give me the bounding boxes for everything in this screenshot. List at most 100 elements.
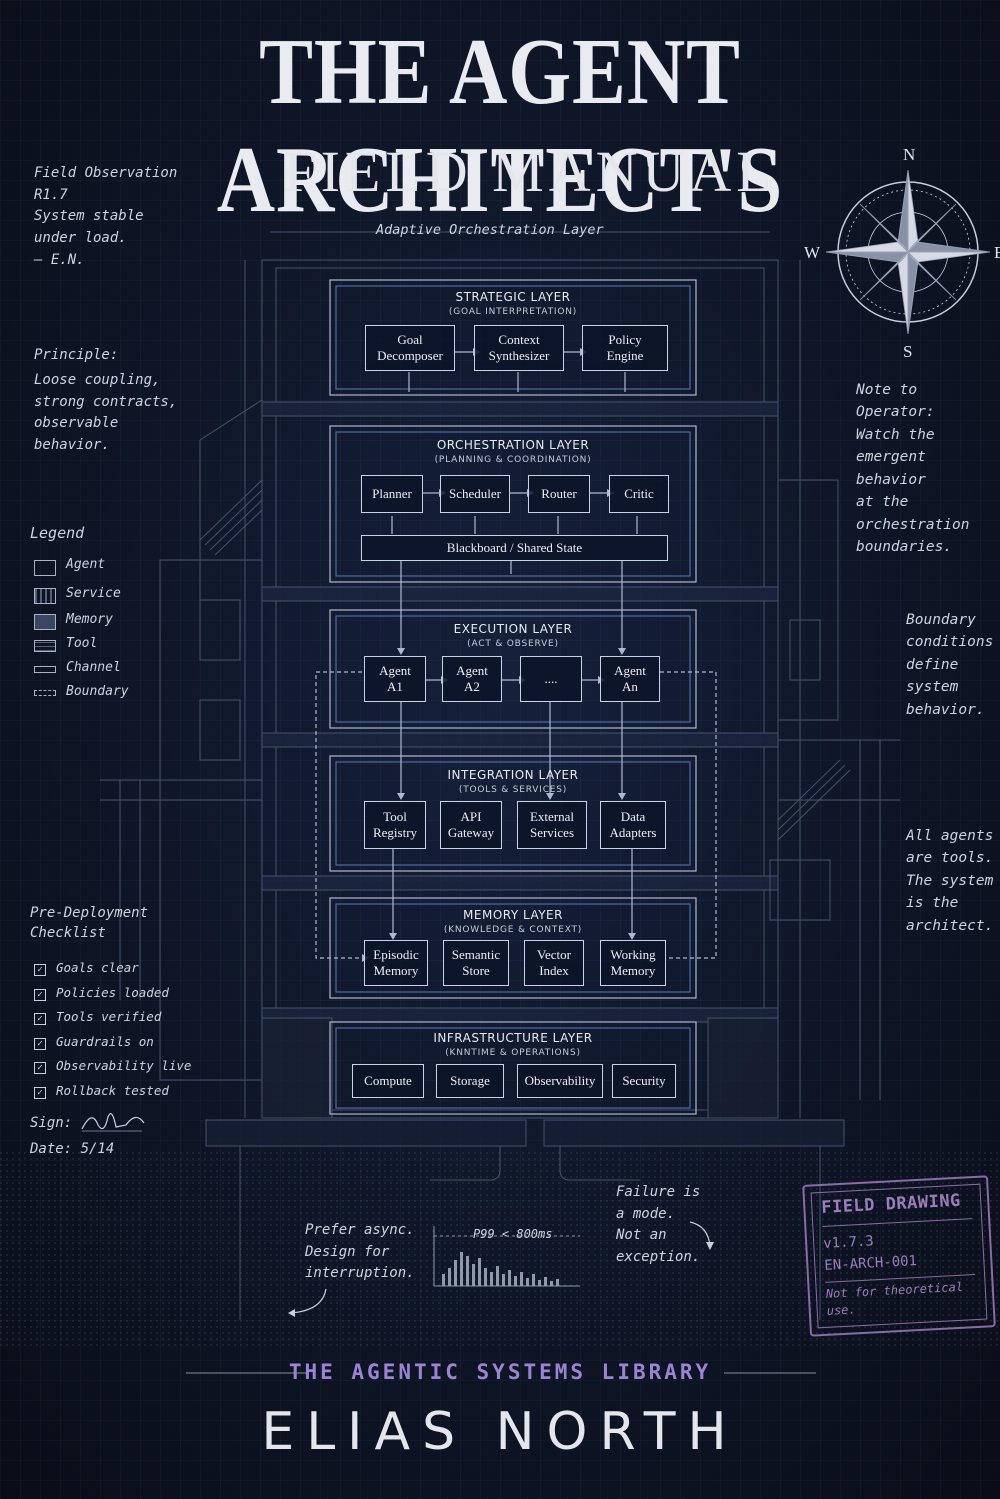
scheduler-box: Scheduler (440, 475, 510, 513)
layer-title: INTEGRATION LAYER (447, 768, 579, 782)
book-title: THE AGENT ARCHITECT'S (216, 20, 784, 232)
legend-agent-swatch (34, 560, 56, 576)
adaptive-orchestration-label: Adaptive Orchestration Layer (376, 222, 604, 238)
layer-title: STRATEGIC LAYER (455, 290, 571, 304)
legend-memory-swatch (34, 614, 56, 630)
memory-layer: MEMORY LAYER (KNOWLEDGE & CONTEXT) (330, 898, 696, 998)
vector-index-box: Vector Index (524, 940, 584, 986)
layer-subtitle: (TOOLS & SERVICES) (458, 785, 568, 795)
checkbox-checked-icon: ✓ (34, 989, 46, 1001)
layer-title: MEMORY LAYER (463, 908, 563, 922)
checkbox-checked-icon: ✓ (34, 1087, 46, 1099)
policy-engine-box: Policy Engine (582, 325, 668, 371)
agent-a2-box: Agent A2 (442, 656, 502, 702)
prefer-async-note: Prefer async. Design for interruption. (305, 1222, 415, 1282)
compass-s: S (903, 342, 912, 361)
checkbox-checked-icon: ✓ (34, 1062, 46, 1074)
field-observation-note: Field Observation R1.7 System stable und… (34, 165, 178, 268)
series-name: THE AGENTIC SYSTEMS LIBRARY (0, 1360, 1000, 1384)
series-name-text: THE AGENTIC SYSTEMS LIBRARY (288, 1360, 712, 1384)
curved-arrow-icon (288, 1288, 327, 1317)
layer-title: INFRASTRUCTURE LAYER (433, 1031, 593, 1045)
legend-item: Channel (66, 660, 121, 675)
compute-box: Compute (352, 1064, 424, 1098)
layer-subtitle: (KNOWLEDGE & CONTEXT) (443, 925, 583, 935)
strategic-layer: STRATEGIC LAYER (GOAL INTERPRETATION) (330, 280, 696, 395)
layer-subtitle: (KNNTIME & OPERATIONS) (445, 1048, 581, 1058)
checkbox-checked-icon: ✓ (34, 1013, 46, 1025)
observability-box: Observability (517, 1064, 603, 1098)
stamp-version: v1.7.3 (822, 1233, 875, 1252)
checklist-item: Observability live (56, 1058, 192, 1073)
legend-item: Boundary (66, 684, 129, 699)
episodic-memory-box: Episodic Memory (364, 940, 428, 986)
layer-title: EXECUTION LAYER (453, 622, 573, 636)
goal-decomposer-box: Goal Decomposer (365, 325, 455, 371)
layer-title: ORCHESTRATION LAYER (436, 438, 590, 452)
field-drawing-stamp: FIELD DRAWING v1.7.3 EN-ARCH-001 Not for… (802, 1175, 996, 1337)
critic-box: Critic (609, 475, 669, 513)
agent-a1-box: Agent A1 (364, 656, 426, 702)
checklist-item: Guardrails on (56, 1034, 154, 1049)
legend-item: Memory (66, 612, 113, 627)
principle-heading: Principle: (34, 347, 119, 363)
legend-tool-swatch (34, 640, 56, 652)
divider-line-right (724, 1372, 816, 1374)
stamp-note: Not for theoretical use. (825, 1279, 964, 1318)
orchestration-layer: ORCHESTRATION LAYER (PLANNING & COORDINA… (330, 426, 696, 582)
sign-label: Sign: (30, 1115, 73, 1131)
agent-ellipsis-box: .... (520, 656, 582, 702)
context-synthesizer-box: Context Synthesizer (474, 325, 564, 371)
p99-latency-label: P99 < 800ms (473, 1227, 553, 1241)
latency-histogram-sketch (433, 1226, 580, 1287)
layer-subtitle: (GOAL INTERPRETATION) (448, 307, 578, 317)
checklist-title: Pre-Deployment Checklist (30, 905, 149, 942)
checkbox-checked-icon: ✓ (34, 1038, 46, 1050)
note-to-operator: Note to Operator: Watch the emergent beh… (856, 382, 970, 556)
compass-n: N (903, 145, 915, 164)
integration-layer: INTEGRATION LAYER (TOOLS & SERVICES) (330, 756, 696, 871)
principle-note: Loose coupling, strong contracts, observ… (34, 372, 178, 454)
api-gateway-box: API Gateway (440, 801, 502, 849)
legend-item: Service (66, 586, 121, 601)
boundary-note: Boundary conditions define system behavi… (906, 612, 994, 718)
infrastructure-layer: INFRASTRUCTURE LAYER (KNNTIME & OPERATIO… (330, 1022, 696, 1114)
checklist-item: Rollback tested (56, 1083, 169, 1098)
data-adapters-box: Data Adapters (600, 801, 666, 849)
router-box: Router (528, 475, 590, 513)
legend-item: Tool (66, 636, 98, 651)
working-memory-box: Working Memory (600, 940, 666, 986)
curved-arrow-icon (689, 1221, 714, 1250)
checklist-item: Policies loaded (56, 985, 169, 1000)
legend-channel-swatch (34, 666, 56, 673)
legend-service-swatch (34, 588, 56, 604)
failure-note: Failure is a mode. Not an exception. (616, 1184, 701, 1266)
tool-registry-box: Tool Registry (364, 801, 426, 849)
layer-subtitle: (PLANNING & COORDINATION) (434, 455, 592, 465)
divider-line-left (186, 1372, 306, 1374)
signature-scribble-icon (81, 1113, 145, 1132)
external-services-box: External Services (517, 801, 587, 849)
agent-an-box: Agent An (600, 656, 660, 702)
semantic-store-box: Semantic Store (443, 940, 509, 986)
storage-box: Storage (436, 1064, 504, 1098)
legend-item: Agent (66, 557, 106, 572)
security-box: Security (612, 1064, 676, 1098)
checkbox-checked-icon: ✓ (34, 964, 46, 976)
date-label: Date: 5/14 (30, 1141, 115, 1157)
author-name: ELIAS NORTH (261, 1402, 739, 1462)
layer-subtitle: (ACT & OBSERVE) (467, 639, 559, 649)
checklist-item: Goals clear (56, 960, 139, 975)
legend-boundary-swatch (34, 690, 56, 696)
compass-e: E (994, 243, 1000, 262)
blackboard-shared-state-box: Blackboard / Shared State (361, 535, 668, 561)
legend-title: Legend (30, 524, 85, 542)
planner-box: Planner (361, 475, 423, 513)
all-agents-note: All agents are tools. The system is the … (906, 828, 994, 934)
checklist-item: Tools verified (56, 1009, 162, 1024)
book-subtitle: FIELD MANUAL (283, 139, 777, 204)
execution-layer: EXECUTION LAYER (ACT & OBSERVE) (330, 610, 696, 728)
